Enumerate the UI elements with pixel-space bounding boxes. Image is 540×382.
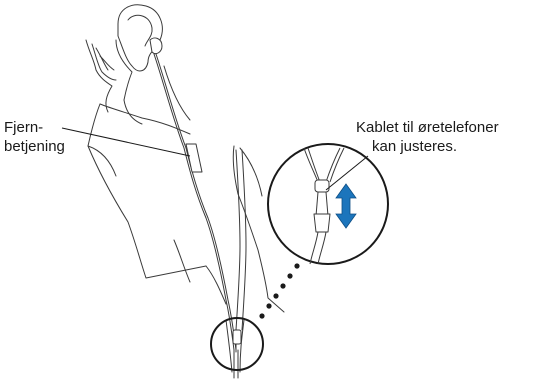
cable-splitter — [313, 213, 331, 233]
shirt-right — [232, 145, 285, 313]
remote-callout-line — [61, 127, 191, 157]
cable-callout-line — [325, 155, 369, 191]
cable-label-line2: kan justeres. — [372, 138, 458, 155]
adjust-arrow-icon — [335, 183, 357, 229]
cable-main — [153, 53, 235, 351]
jaw-line — [115, 39, 133, 101]
cable-slider — [314, 179, 330, 193]
splitter-circle — [210, 317, 264, 371]
ear-inner — [127, 14, 153, 47]
neck — [123, 99, 143, 125]
cable-label-line1: Kablet til øretelefoner — [356, 119, 499, 136]
dotted-leader — [259, 263, 300, 319]
remote-label-line1: Fjern- — [4, 119, 44, 136]
hair — [85, 39, 113, 113]
shirt-left — [87, 103, 207, 279]
magnifier-circle — [267, 143, 389, 265]
remote-control — [185, 143, 203, 173]
earbud — [149, 37, 163, 55]
cable-second — [235, 149, 241, 353]
remote-label-line2: betjening — [4, 138, 65, 155]
